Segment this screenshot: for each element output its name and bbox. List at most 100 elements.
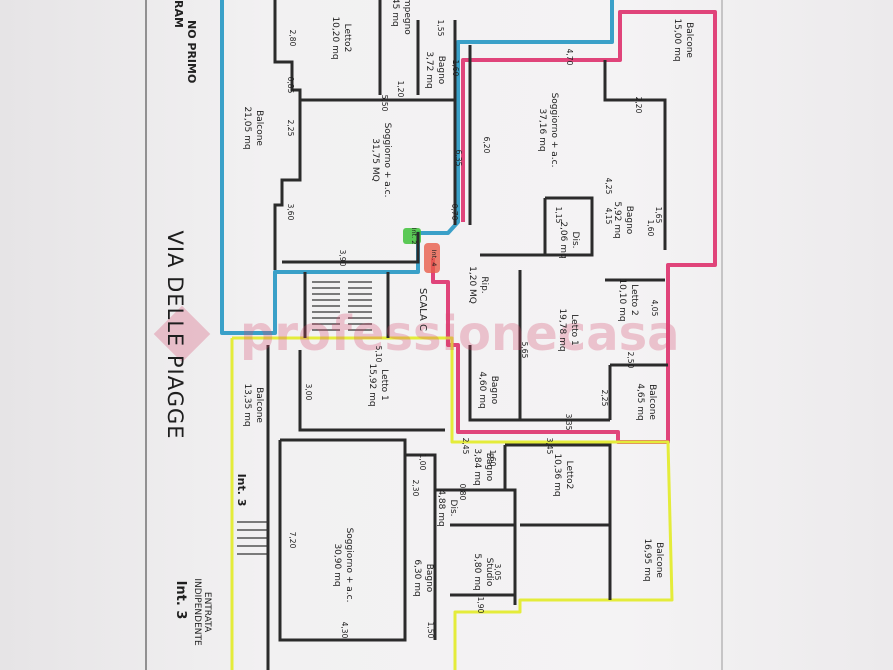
- badge-label: Int. 4: [430, 250, 438, 267]
- stair-treads: [237, 281, 372, 555]
- dimension-label: 5,50: [380, 95, 389, 112]
- room-name: Letto 1: [379, 369, 389, 401]
- room-area: 31,75 MQ: [370, 138, 380, 181]
- room-area: 13,35 mq: [242, 383, 252, 426]
- badge-label: Int. 2: [410, 228, 418, 245]
- dimension-label: 2,50: [626, 352, 635, 369]
- watermark-text: professionecasa: [240, 306, 680, 362]
- room-name: Balcone: [254, 110, 264, 146]
- room-area: 16,95 mq: [642, 538, 652, 581]
- pink-outline: [431, 10, 717, 444]
- marker-label: INDIPENDENTE: [192, 578, 202, 646]
- room-name: Soggiorno + a.c.: [549, 93, 559, 168]
- yellow-outline: [232, 336, 674, 670]
- dimension-label: 0,85: [286, 77, 295, 94]
- room-area: 4,88 mq: [436, 489, 446, 526]
- dimension-label: 3,35: [564, 414, 573, 431]
- room-name: Balcone: [647, 384, 657, 420]
- dimension-label: 1,20: [396, 81, 405, 98]
- room-name: Letto2: [342, 24, 352, 53]
- dimension-label: 4,15: [604, 208, 613, 225]
- room-area: 10,10 mq: [617, 278, 627, 321]
- dimension-label: 3,00: [304, 384, 313, 401]
- dimension-label: 1,15: [554, 207, 563, 224]
- walls: [266, 0, 668, 670]
- room-name: Dis.: [570, 232, 580, 249]
- dimension-label: 0,80: [458, 484, 467, 501]
- dimension-label: 2,25: [286, 120, 295, 137]
- dimension-label: 2,25: [600, 390, 609, 407]
- room-name: Bagno: [489, 376, 499, 405]
- room-name: Balcone: [684, 22, 694, 58]
- room-area: 9,45 mq: [390, 0, 400, 27]
- dimension-label: 1,60: [451, 60, 460, 77]
- dimension-label: 4,70: [565, 49, 574, 66]
- dimension-label: 0,70: [450, 204, 459, 221]
- red-badge-bg: [424, 243, 440, 273]
- dimension-label: 4,30: [340, 622, 349, 639]
- room-name: Balcone: [654, 542, 664, 578]
- room-name: Disimpegno: [402, 0, 412, 35]
- room-area: 5,80 mq: [472, 553, 482, 590]
- room-name: Letto2: [564, 461, 574, 490]
- dimension-label: 2,30: [411, 480, 420, 497]
- room-area: 10,36 mq: [552, 453, 562, 496]
- room-area: 2,06 mq: [558, 221, 568, 258]
- room-name: Bagno: [424, 564, 434, 593]
- dimension-label: 4,25: [604, 178, 613, 195]
- dimension-label: 3,60: [286, 204, 295, 221]
- dimension-label: 2,45: [461, 438, 470, 455]
- room-area: 19,78 mq: [557, 308, 567, 351]
- dimension-label: 3,05: [493, 564, 502, 581]
- room-name: Soggiorno + a.c.: [344, 528, 354, 603]
- dimension-labels: 2,80 4,70 1,55 1,60 5,50 1,20 2,25 3,60 3,90 6,35…: [286, 20, 663, 639]
- dimension-label: 7,20: [288, 532, 297, 549]
- room-name: Soggiorno + a.c.: [382, 123, 392, 198]
- stair-label: SCALA C: [417, 288, 428, 331]
- room-area: 3,72 mq: [424, 51, 434, 88]
- room-area: 6,30 mq: [412, 559, 422, 596]
- dimension-label: 1,65: [654, 207, 663, 224]
- dimension-label: 5,10: [374, 346, 383, 363]
- room-area: 4,65 mq: [635, 383, 645, 420]
- room-area: 5,92 mq: [612, 201, 622, 238]
- marker-label: Int. 3: [235, 474, 248, 507]
- dimension-label: 1,00: [418, 454, 427, 471]
- room-area: 15,92 mq: [367, 363, 377, 406]
- dimension-label: 1,50: [426, 622, 435, 639]
- dimension-label: 1,60: [488, 450, 497, 467]
- dimension-label: 4,05: [650, 300, 659, 317]
- room-name: Bagno: [624, 206, 634, 235]
- room-name: Balcone: [254, 387, 264, 423]
- room-area: 21,05 mq: [242, 106, 252, 149]
- dimension-label: 3,45: [545, 438, 554, 455]
- dimension-label: 3,90: [338, 250, 347, 267]
- room-area: 10,20 mq: [330, 16, 340, 59]
- room-area: 15,00 mq: [672, 18, 682, 61]
- marker-label: ENTRATA: [202, 592, 212, 633]
- room-area: 30,90 mq: [332, 543, 342, 586]
- room-area: 4,60 mq: [477, 371, 487, 408]
- dimension-label: 6,20: [482, 137, 491, 154]
- dimension-label: 1,60: [646, 220, 655, 237]
- street-label: VIA DELLE PIAGGE: [163, 230, 187, 439]
- marker-label: Int. 3: [173, 581, 188, 620]
- room-name: Dis.: [448, 500, 458, 517]
- dimension-label: 1,90: [476, 597, 485, 614]
- room-name: Rip.: [479, 276, 489, 293]
- header-fragment-2: RAM: [172, 0, 185, 28]
- room-name: Bagno: [484, 453, 494, 482]
- room-area: 37,16 mq: [537, 108, 547, 151]
- header-fragment: NO PRIMO: [185, 20, 198, 83]
- dimension-label: 2,80: [288, 30, 297, 47]
- dimension-label: 1,55: [436, 20, 445, 37]
- room-name: Bagno: [436, 56, 446, 85]
- dimension-label: 5,65: [520, 342, 529, 359]
- dimension-label: 6,35: [454, 150, 463, 167]
- room-name: Letto 1: [569, 314, 579, 346]
- room-name: Letto 2: [629, 284, 639, 316]
